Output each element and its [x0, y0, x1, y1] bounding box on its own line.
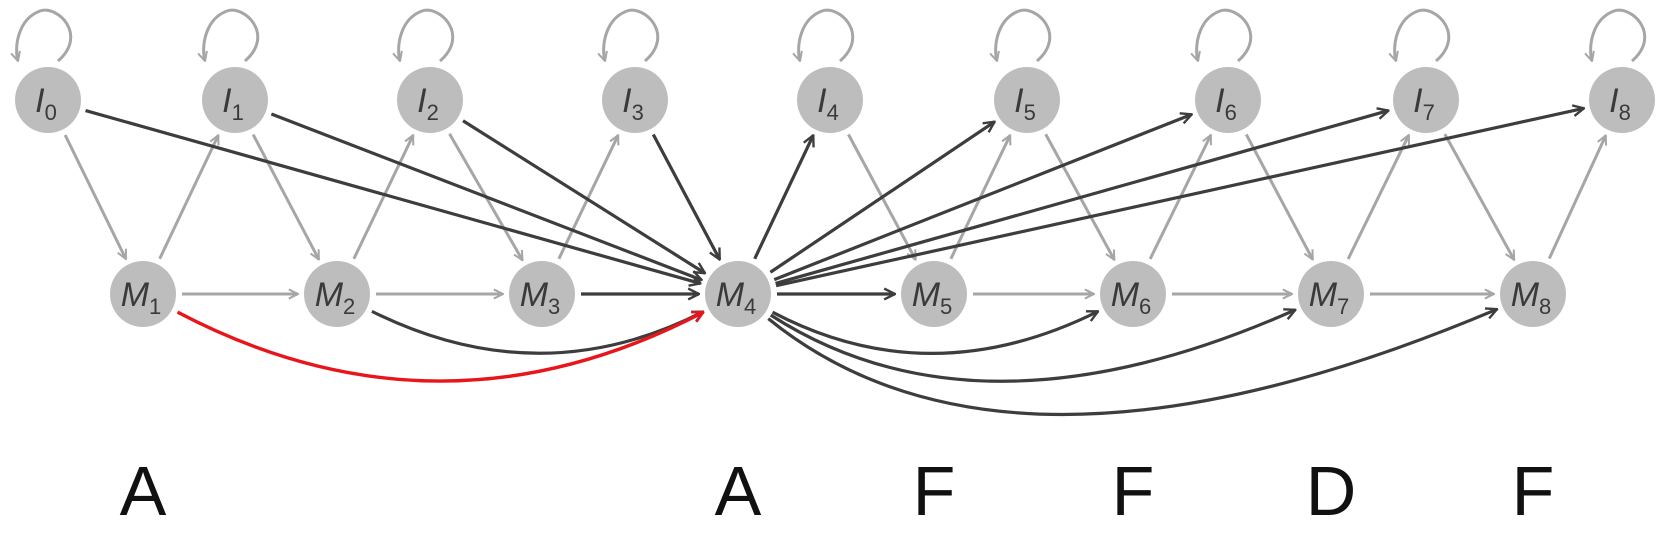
node-circle-m8 — [1500, 261, 1566, 327]
node-circle-m5 — [901, 261, 967, 327]
node-i1: I1 — [202, 67, 268, 133]
node-circle-i7 — [1393, 67, 1459, 133]
node-label-m6: M6 — [1111, 276, 1152, 319]
edge-m4-m7 — [769, 310, 1296, 383]
self-loop-i0 — [17, 8, 73, 61]
node-label-i2: I2 — [417, 82, 439, 125]
node-label-i4: I4 — [817, 82, 839, 125]
node-label-m3: M3 — [520, 276, 561, 319]
node-label-m8: M8 — [1511, 276, 1552, 319]
edge-m4-i8 — [775, 108, 1584, 288]
self-loop-i6 — [1197, 8, 1253, 61]
node-label-i0: I0 — [35, 82, 57, 125]
node-circle-i5 — [994, 67, 1060, 133]
self-loop-i4 — [799, 8, 855, 61]
node-circle-m3 — [509, 261, 575, 327]
node-m8: M8 — [1500, 261, 1566, 327]
node-circle-i1 — [202, 67, 268, 133]
node-m4: M4 — [705, 261, 771, 327]
node-circle-i6 — [1195, 67, 1261, 133]
node-i3: I3 — [602, 67, 668, 133]
edge-m4-m8 — [767, 309, 1497, 417]
node-label-m1: M1 — [121, 276, 162, 319]
node-i2: I2 — [397, 67, 463, 133]
edge-m1-m4 — [176, 310, 704, 383]
node-circle-i3 — [602, 67, 668, 133]
node-i5: I5 — [994, 67, 1060, 133]
self-loop-i3 — [604, 8, 660, 61]
edge-m2-i2 — [352, 135, 415, 260]
node-label-m4: M4 — [716, 276, 757, 319]
node-label-i8: I8 — [1609, 82, 1631, 125]
self-loop-i5 — [996, 8, 1052, 61]
edge-m4-i7 — [775, 111, 1389, 285]
node-label-i1: I1 — [222, 82, 244, 125]
node-circle-i4 — [797, 67, 863, 133]
node-i0: I0 — [15, 67, 81, 133]
edge-m4-i5 — [769, 122, 994, 274]
edge-m8-i8 — [1547, 135, 1608, 260]
state-label-1: A — [715, 452, 762, 530]
node-i6: I6 — [1195, 67, 1261, 133]
node-circle-i8 — [1589, 67, 1655, 133]
node-m5: M5 — [901, 261, 967, 327]
node-circle-m2 — [304, 261, 370, 327]
node-label-i6: I6 — [1215, 82, 1237, 125]
node-m7: M7 — [1298, 261, 1364, 327]
node-circle-m7 — [1298, 261, 1364, 327]
node-m6: M6 — [1100, 261, 1166, 327]
node-label-m5: M5 — [912, 276, 953, 319]
edge-i3-m4 — [651, 133, 722, 259]
state-label-2: F — [913, 452, 956, 530]
node-m1: M1 — [110, 261, 176, 327]
edge-m2-m4 — [371, 309, 703, 355]
node-i7: I7 — [1393, 67, 1459, 133]
node-circle-i2 — [397, 67, 463, 133]
edge-i1-m2 — [251, 133, 321, 260]
edge-i7-m8 — [1443, 133, 1516, 260]
node-m3: M3 — [509, 261, 575, 327]
self-loop-i7 — [1395, 8, 1451, 61]
state-label-5: F — [1512, 452, 1555, 530]
node-label-m2: M2 — [315, 276, 356, 319]
edge-i2-m4 — [462, 119, 705, 273]
edge-m4-i4 — [753, 135, 815, 260]
edge-m7-i7 — [1346, 135, 1411, 260]
node-m2: M2 — [304, 261, 370, 327]
edge-i1-m4 — [270, 112, 701, 280]
state-label-0: A — [120, 452, 167, 530]
edges-layer — [17, 8, 1647, 417]
edge-i0-m4 — [85, 109, 701, 284]
self-loop-i1 — [204, 8, 260, 61]
edge-m3-i3 — [557, 135, 620, 260]
edge-m4-i6 — [773, 114, 1191, 282]
node-circle-m1 — [110, 261, 176, 327]
edge-i0-m1 — [63, 134, 128, 259]
edge-m1-i1 — [158, 135, 220, 260]
self-loop-i8 — [1591, 8, 1647, 61]
node-i4: I4 — [797, 67, 863, 133]
node-circle-m6 — [1100, 261, 1166, 327]
node-label-i3: I3 — [622, 82, 644, 125]
node-label-i5: I5 — [1014, 82, 1036, 125]
node-circle-i0 — [15, 67, 81, 133]
node-label-i7: I7 — [1413, 82, 1435, 125]
edge-m4-m6 — [771, 309, 1099, 355]
node-label-m7: M7 — [1309, 276, 1350, 319]
state-label-3: F — [1112, 452, 1155, 530]
node-i8: I8 — [1589, 67, 1655, 133]
self-loop-i2 — [399, 8, 455, 61]
edge-i6-m7 — [1244, 133, 1315, 259]
state-label-4: D — [1306, 452, 1357, 530]
node-circle-m4 — [705, 261, 771, 327]
